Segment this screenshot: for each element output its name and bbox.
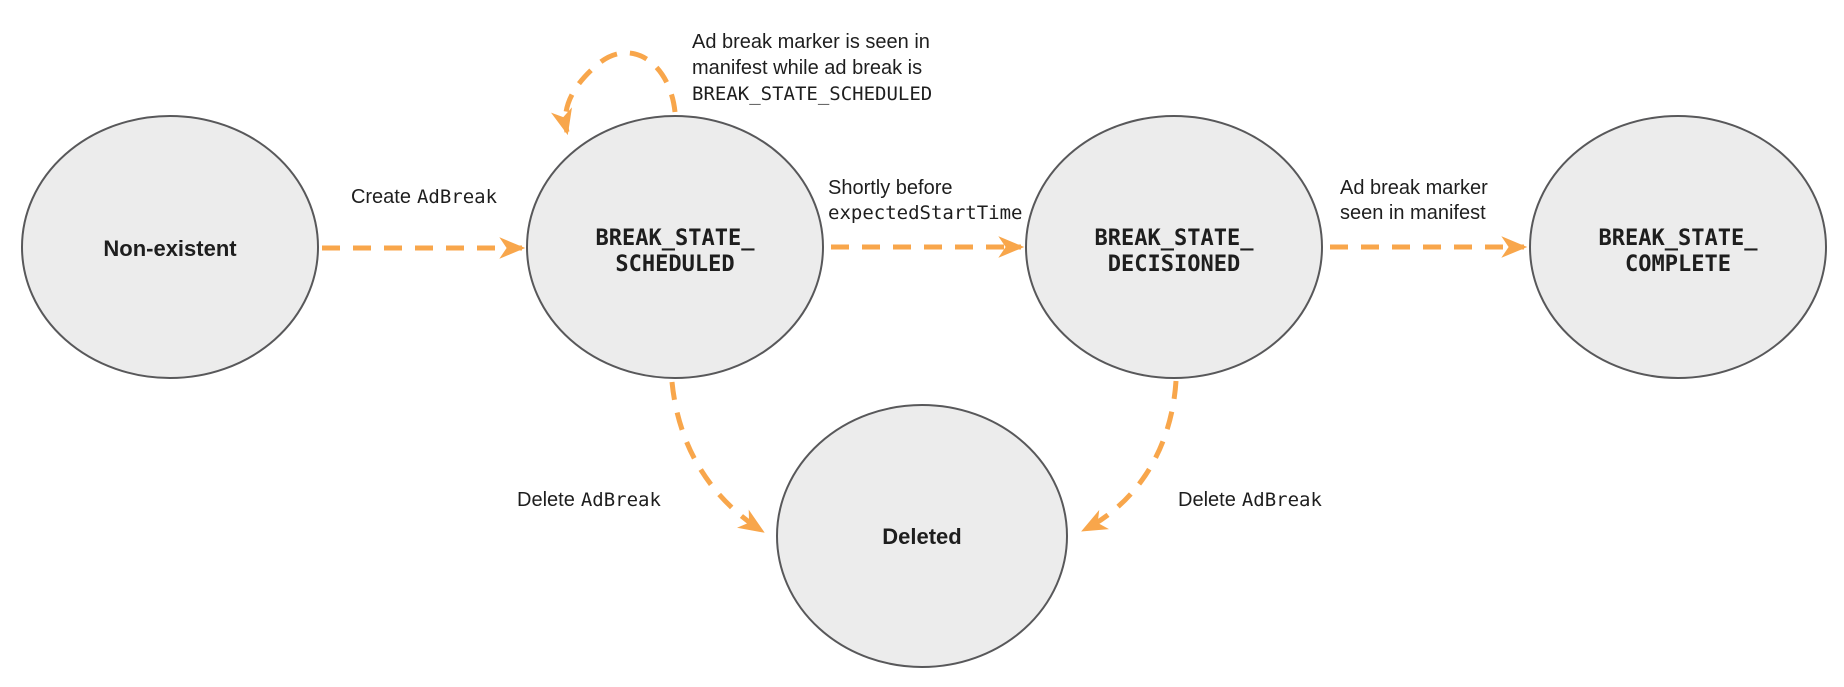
label-expected-start-time: expectedStartTime: [828, 202, 1022, 224]
label-decisioned-line2: DECISIONED: [1108, 252, 1240, 277]
state-break-state-scheduled: [526, 115, 824, 379]
label-decisioned-line1: BREAK_STATE_: [1095, 226, 1255, 251]
label-marker-seen-line2: seen in manifest: [1340, 202, 1486, 224]
label-delete-left-text: Delete: [517, 489, 575, 511]
label-create-adbreak-text: Create: [351, 186, 411, 208]
label-shortly-before: Shortly before: [828, 177, 953, 199]
label-delete-adbreak-right: Delete AdBreak: [1178, 489, 1322, 511]
state-non-existent: [21, 115, 319, 379]
label-scheduled-line1: BREAK_STATE_: [596, 226, 756, 251]
state-deleted: [776, 404, 1068, 668]
state-break-state-complete: [1529, 115, 1827, 379]
label-delete-adbreak-left: Delete AdBreak: [517, 489, 661, 511]
edge-decisioned-to-deleted: [1081, 380, 1179, 533]
state-break-state-decisioned: [1025, 115, 1323, 379]
label-deleted: Deleted: [882, 524, 961, 549]
label-complete-line1: BREAK_STATE_: [1599, 226, 1759, 251]
label-delete-left-code: AdBreak: [581, 489, 662, 511]
label-create-adbreak-code: AdBreak: [417, 186, 498, 208]
label-self-loop-code: BREAK_STATE_SCHEDULED: [692, 83, 932, 105]
label-delete-right-text: Delete: [1178, 489, 1236, 511]
label-create-adbreak: Create AdBreak: [351, 186, 498, 208]
label-self-loop-line1: Ad break marker is seen in: [692, 31, 930, 53]
label-marker-seen-line1: Ad break marker: [1340, 177, 1488, 199]
edge-scheduled-to-deleted: [669, 381, 765, 534]
edge-scheduled-self-loop: [550, 50, 678, 136]
label-delete-right-code: AdBreak: [1242, 489, 1323, 511]
label-non-existent: Non-existent: [103, 236, 237, 261]
label-scheduled-line2: SCHEDULED: [615, 252, 734, 277]
label-self-loop-line2: manifest while ad break is: [692, 57, 922, 79]
label-complete-line2: COMPLETE: [1625, 252, 1731, 277]
